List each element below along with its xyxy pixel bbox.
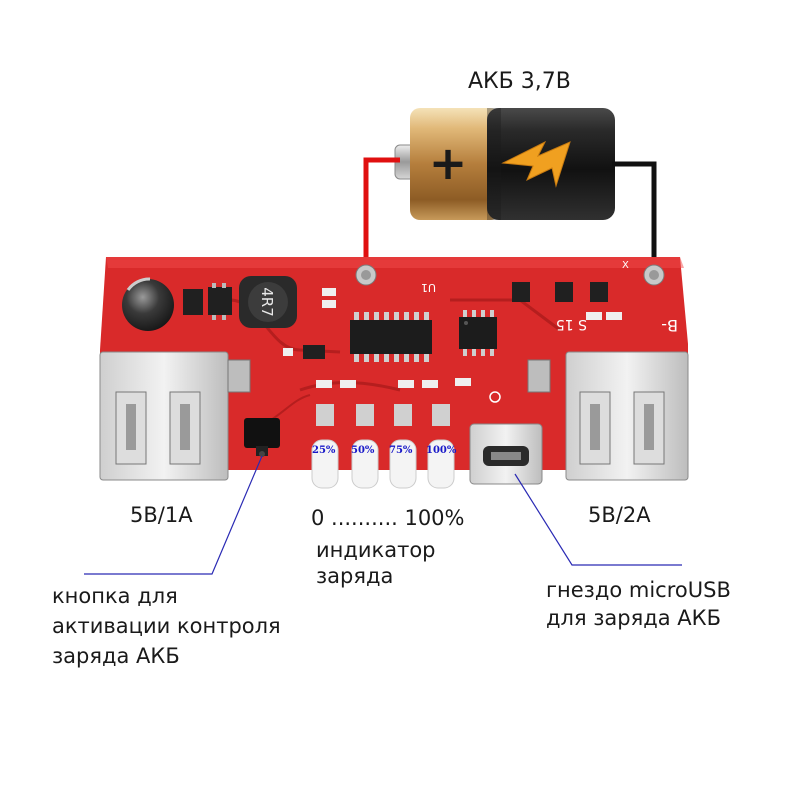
- silkscreen-b-minus: B-: [661, 316, 678, 335]
- main-ic-chip: [350, 312, 432, 362]
- inductor: 4R7: [239, 276, 297, 328]
- socket-label-line2: для заряда АКБ: [546, 606, 721, 630]
- lightning-bolt-icon: [501, 140, 571, 188]
- socket-label-line1: гнездо microUSB: [546, 578, 731, 602]
- mosfet-chip: [459, 310, 497, 356]
- led-label-100: 100%: [426, 445, 457, 456]
- led-label-25: 25%: [312, 445, 336, 456]
- button-label-line3: заряда АКБ: [52, 644, 180, 668]
- callout-line-button: [84, 455, 263, 575]
- smd-diode: [183, 289, 203, 315]
- indicator-label-line1: индикатор: [316, 538, 436, 562]
- led-label-50: 50%: [351, 445, 375, 456]
- micro-usb-socket: [469, 423, 543, 485]
- led-50: [351, 404, 379, 489]
- led-indicators: [311, 404, 455, 489]
- check-charge-button[interactable]: [244, 418, 280, 457]
- led-75: [389, 404, 417, 489]
- led-label-75: 75%: [389, 445, 413, 456]
- output-left-label: 5В/1А: [130, 503, 193, 527]
- smd-transistor: [208, 287, 232, 315]
- pcb-board: 4R7 U1: [99, 257, 689, 489]
- led-100: [427, 404, 455, 489]
- button-label-line2: активации контроля: [52, 614, 281, 638]
- usb-port-left: [99, 351, 229, 481]
- callout-line-socket: [514, 473, 682, 566]
- output-right-label: 5В/2А: [588, 503, 651, 527]
- inductor-marking: 4R7: [258, 287, 276, 317]
- charge-scale-label: 0 .......... 100%: [311, 506, 465, 530]
- silkscreen-x: X: [622, 260, 629, 271]
- red-wire: [363, 157, 400, 272]
- battery: +: [394, 108, 615, 220]
- electrolytic-capacitor: [122, 279, 174, 331]
- led-25: [311, 404, 339, 489]
- battery-gold-body: [410, 108, 500, 220]
- indicator-label-line2: заряда: [316, 564, 394, 588]
- black-wire: [612, 161, 657, 270]
- silkscreen-u1: U1: [421, 281, 436, 294]
- battery-plus-icon: +: [429, 136, 468, 190]
- battery-label: АКБ 3,7В: [468, 69, 571, 94]
- button-label-line1: кнопка для: [52, 584, 178, 608]
- usb-port-right: [565, 351, 689, 481]
- silkscreen-s15: S 15: [556, 316, 587, 332]
